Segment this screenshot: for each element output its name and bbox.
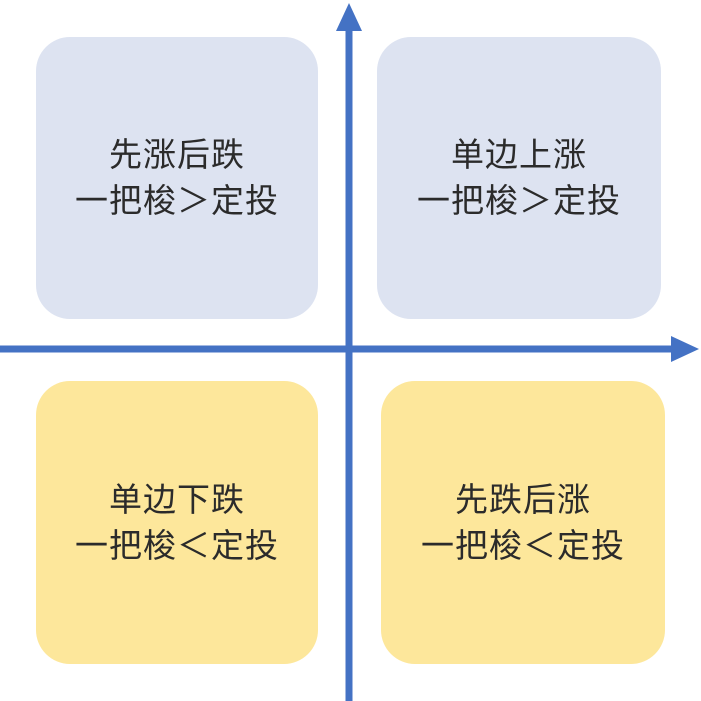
y-axis-arrowhead [336,3,362,31]
quadrant-rule: 一把梭＞定投 [75,181,279,220]
quadrant-rule: 一把梭＜定投 [75,525,279,565]
quadrant-bottom-left: 单边下跌 一把梭＜定投 [36,381,318,664]
quadrant-rule: 一把梭＞定投 [417,181,621,220]
quadrant-title: 先跌后涨 [455,479,591,519]
quadrant-title: 先涨后跌 [109,135,245,174]
quadrant-bottom-right: 先跌后涨 一把梭＜定投 [381,381,665,664]
x-axis-arrowhead [671,336,699,362]
quadrant-top-right: 单边上涨 一把梭＞定投 [377,37,661,319]
quadrant-rule: 一把梭＜定投 [421,525,625,565]
quadrant-title: 单边下跌 [109,479,245,519]
quadrant-top-left: 先涨后跌 一把梭＞定投 [36,37,318,319]
quadrant-title: 单边上涨 [451,135,587,174]
